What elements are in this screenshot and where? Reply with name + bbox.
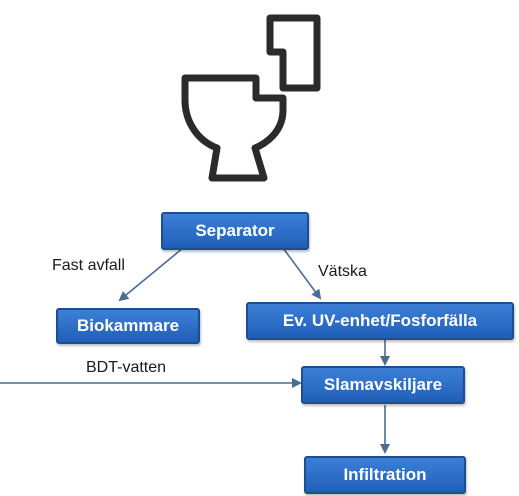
label-fast-avfall: Fast avfall	[52, 257, 125, 274]
node-infiltration: Infiltration	[304, 456, 466, 494]
arrow-separator-to-biokammare	[118, 247, 184, 302]
node-biokammare: Biokammare	[56, 308, 200, 344]
label-vatska: Vätska	[318, 263, 367, 280]
node-slamavskiljare: Slamavskiljare	[301, 366, 465, 404]
node-uv-enhet: Ev. UV-enhet/Fosforfälla	[246, 302, 514, 340]
label-bdt-vatten: BDT-vatten	[86, 359, 167, 376]
node-separator: Separator	[161, 212, 309, 250]
arrow-separator-to-uv	[282, 247, 322, 300]
